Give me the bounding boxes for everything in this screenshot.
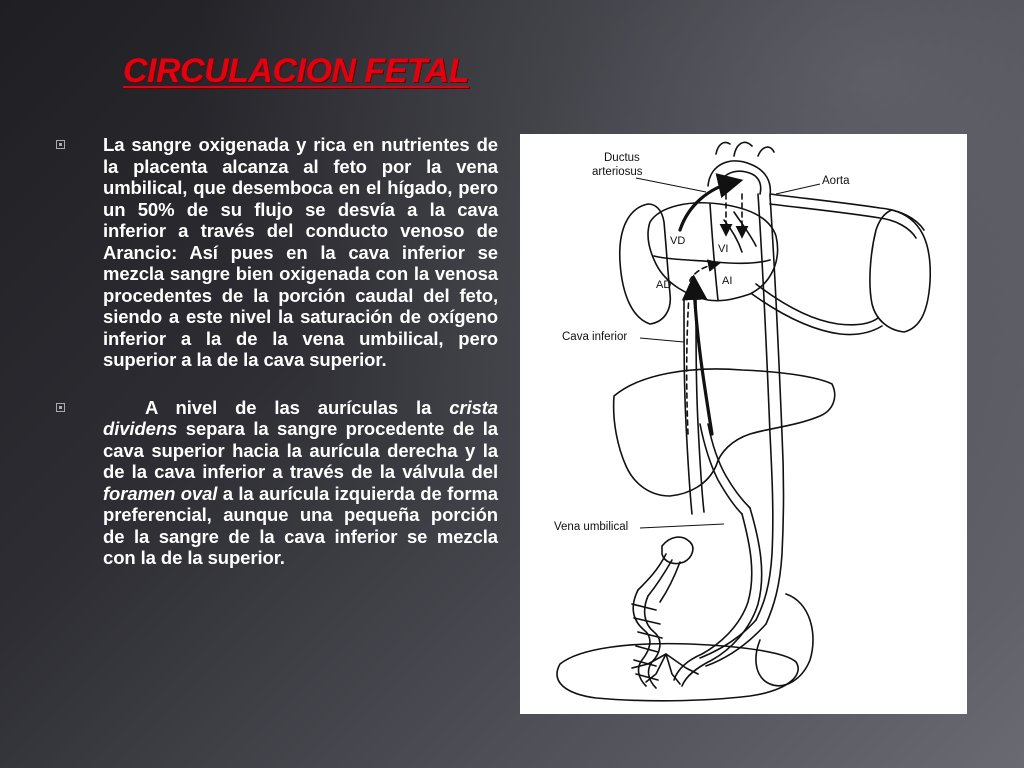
crista-dividens-term: crista dividens xyxy=(103,396,498,440)
cava-flow-arrow xyxy=(681,274,714,436)
label-ad: AD xyxy=(656,279,671,291)
ductus-flow-arrow xyxy=(678,173,744,232)
square-bullet-icon xyxy=(56,140,65,149)
label-vd: VD xyxy=(670,235,685,247)
label-ductus-arteriosus-2: arteriosus xyxy=(592,166,643,178)
left-lung xyxy=(618,203,672,325)
foramen-oval-flow xyxy=(685,259,721,435)
descending-aorta xyxy=(755,193,774,621)
slide-content: La sangre oxigenada y rica en nutrientes… xyxy=(56,134,498,595)
bullet-item-1: La sangre oxigenada y rica en nutrientes… xyxy=(56,134,498,371)
right-lung xyxy=(869,209,932,333)
neck-vessels xyxy=(715,141,775,157)
bladder xyxy=(755,593,814,687)
liver xyxy=(612,368,836,497)
bullet-text-1: La sangre oxigenada y rica en nutrientes… xyxy=(103,134,498,370)
label-aorta: Aorta xyxy=(822,175,850,187)
foramen-oval-term: foramen oval xyxy=(103,482,218,504)
bullet-2-segment: a la aurícula izquierda de forma prefere… xyxy=(103,482,498,569)
slide-title: CIRCULACION FETAL xyxy=(123,52,469,90)
fetal-circulation-illustration: Ductus arteriosus Aorta VD VI AD AI Cava… xyxy=(554,141,932,702)
placenta xyxy=(556,642,799,702)
fetal-circulation-diagram: Ductus arteriosus Aorta VD VI AD AI Cava… xyxy=(520,134,967,714)
heart-outline xyxy=(647,202,779,302)
bullet-text-2: A nivel de las aurículas la crista divid… xyxy=(103,397,498,569)
label-ai: AI xyxy=(722,275,732,287)
bullet-2-segment: A nivel de las aurículas la xyxy=(145,396,450,418)
umbilical-vein xyxy=(673,513,753,681)
label-vi: VI xyxy=(718,243,728,255)
umbilical-cord-knot xyxy=(661,536,694,565)
ductus-venosus xyxy=(699,423,743,515)
label-ductus-arteriosus: Ductus xyxy=(604,152,640,164)
label-vena-umbilical: Vena umbilical xyxy=(554,521,628,533)
square-bullet-icon xyxy=(56,402,65,412)
aortic-arch xyxy=(707,160,772,197)
bullet-2-segment: separa la sangre procedente de la cava s… xyxy=(103,418,498,482)
bullet-item-2: A nivel de las aurículas la crista divid… xyxy=(56,397,498,569)
aorta-vessel xyxy=(769,193,925,231)
label-cava-inferior: Cava inferior xyxy=(562,331,627,343)
